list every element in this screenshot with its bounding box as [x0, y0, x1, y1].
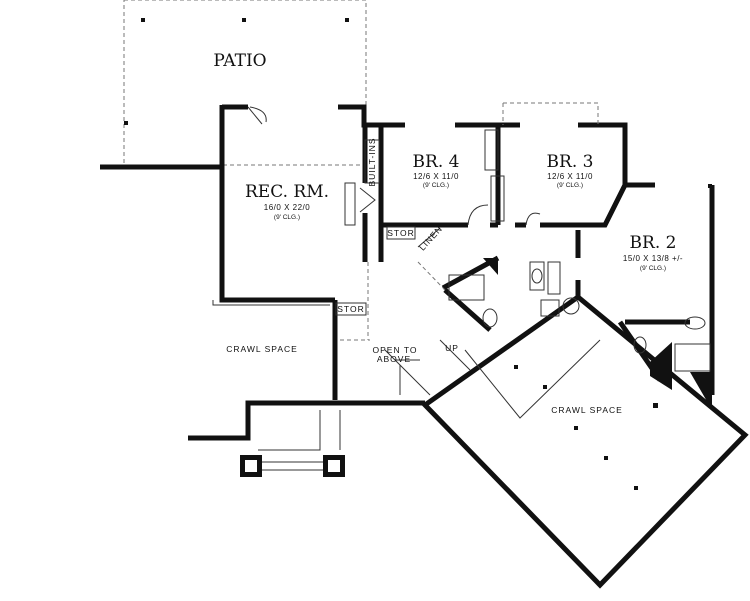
br4-size: 12/6 X 11/0 [413, 172, 459, 181]
br4-label: BR. 4 [413, 152, 460, 172]
rec-room-size: 16/0 X 22/0 [264, 203, 310, 212]
crawl-space-right-label: CRAWL SPACE [551, 405, 623, 415]
br3-ceiling: (9' CLG.) [557, 182, 583, 189]
stor-upper-label: STOR [387, 228, 414, 238]
br3-size: 12/6 X 11/0 [547, 172, 593, 181]
br2-ceiling: (9' CLG.) [640, 265, 666, 272]
details [212, 102, 712, 490]
patio [123, 0, 367, 166]
stairs-up-label: UP [445, 343, 459, 353]
br3-label: BR. 3 [547, 152, 594, 172]
br2-size: 15/0 X 13/8 +/- [623, 254, 683, 263]
br2-label: BR. 2 [630, 233, 677, 253]
linen-label: LINEN [417, 223, 445, 252]
patio-label: PATIO [213, 51, 266, 71]
rec-room-ceiling: (9' CLG.) [274, 214, 300, 221]
br4-ceiling: (9' CLG.) [423, 182, 449, 189]
open-to-above-line1: OPEN TO [373, 345, 418, 355]
crawl-space-left-label: CRAWL SPACE [226, 344, 298, 354]
stor-lower-label: STOR [337, 304, 364, 314]
rec-room-label: REC. RM. [245, 182, 329, 202]
open-to-above-line2: ABOVE [377, 354, 411, 364]
built-ins-label: BUILT-INS [367, 138, 377, 187]
